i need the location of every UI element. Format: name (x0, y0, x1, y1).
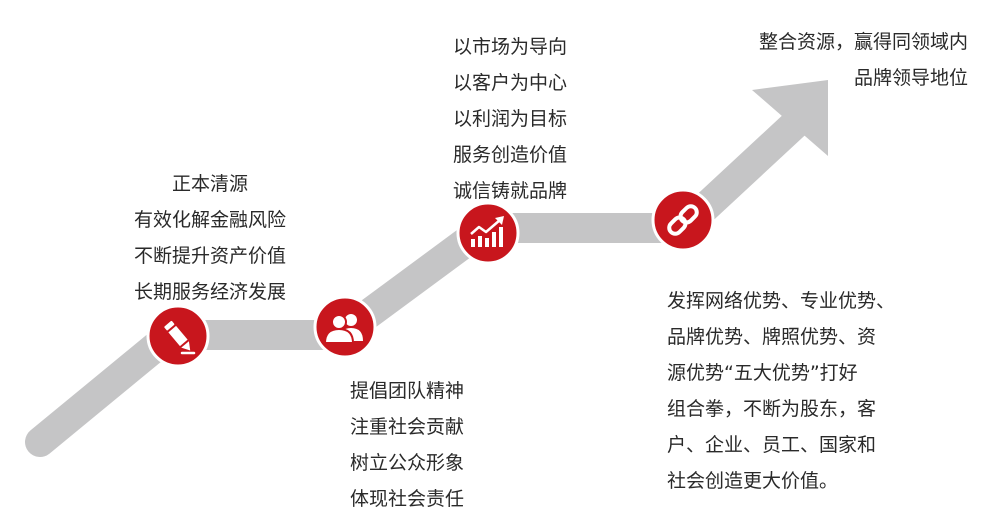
milestone-2-line-2: 注重社会贡献 (350, 416, 465, 438)
milestone-4-line-6: 社会创造更大价值。 (667, 470, 839, 492)
milestone-3-line-5: 诚信铸就品牌 (453, 180, 568, 202)
milestone-3-line-1: 以市场为导向 (453, 36, 568, 58)
goal-line-2: 品牌领导地位 (853, 67, 968, 89)
milestone-2-text: 提倡团队精神 注重社会贡献 树立公众形象 体现社会责任 (350, 373, 530, 517)
milestone-4-line-4: 组合拳，不断为股东，客 (667, 398, 877, 420)
growth-path-arrowhead (752, 80, 828, 156)
milestone-3-text: 以市场为导向 以客户为中心 以利润为目标 服务创造价值 诚信铸就品牌 (453, 29, 633, 209)
milestone-1-line-1: 正本清源 (171, 173, 248, 195)
milestone-1-text: 正本清源 有效化解金融风险 不断提升资产价值 长期服务经济发展 (110, 166, 310, 310)
milestone-4-text: 发挥网络优势、专业优势、 品牌优势、牌照优势、资 源优势“五大优势”打好 组合拳… (667, 283, 967, 499)
link-icon (667, 204, 699, 236)
milestone-1-line-4: 长期服务经济发展 (133, 281, 286, 303)
milestone-3-line-2: 以客户为中心 (453, 72, 568, 94)
milestone-2-line-1: 提倡团队精神 (350, 380, 465, 402)
pencil-icon (164, 320, 196, 355)
milestone-4-line-3: 源优势“五大优势”打好 (667, 362, 858, 384)
goal-text: 整合资源，赢得同领域内 品牌领导地位 (720, 24, 968, 96)
milestone-badge-3 (456, 201, 520, 265)
milestone-badge-4 (651, 188, 715, 252)
team-icon (323, 314, 363, 344)
growth-chart-icon (470, 216, 504, 247)
milestone-badge-2 (313, 295, 377, 359)
milestone-3-line-3: 以利润为目标 (453, 108, 568, 130)
milestone-1-line-2: 有效化解金融风险 (133, 209, 286, 231)
milestone-2-line-3: 树立公众形象 (350, 452, 465, 474)
milestone-badge-1 (146, 304, 210, 368)
milestone-4-line-5: 户、企业、员工、国家和 (667, 434, 877, 456)
milestone-4-line-1: 发挥网络优势、专业优势、 (667, 290, 896, 312)
milestone-4-line-2: 品牌优势、牌照优势、资 (667, 326, 877, 348)
milestone-1-line-3: 不断提升资产价值 (133, 245, 286, 267)
milestone-2-line-4: 体现社会责任 (350, 488, 465, 510)
goal-line-1: 整合资源，赢得同领域内 (758, 31, 968, 53)
milestone-3-line-4: 服务创造价值 (453, 144, 568, 166)
